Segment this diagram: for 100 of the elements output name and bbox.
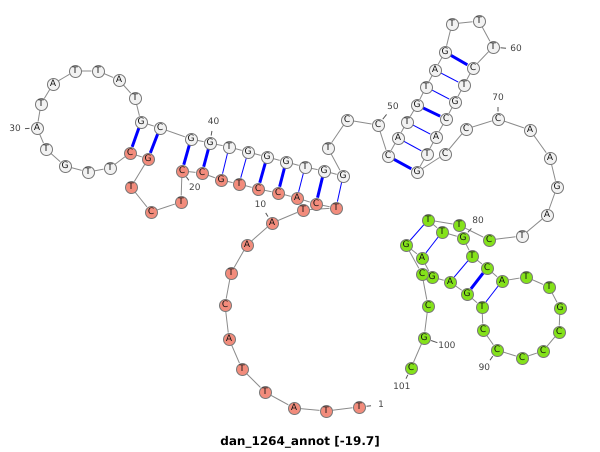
nucleotide-circle (144, 206, 158, 218)
base-letter: A (446, 278, 454, 286)
base-letter: T (423, 82, 429, 92)
base-pair-line (182, 144, 191, 166)
nucleotide-circle (436, 226, 448, 238)
position-number: 100 (438, 340, 456, 351)
nucleotide-circle (174, 196, 188, 208)
backbone-line (58, 74, 70, 82)
nucleotide-circle (456, 232, 470, 244)
base-letter: G (442, 48, 448, 56)
nucleotide-circle (422, 300, 434, 312)
backbone-line (122, 84, 132, 94)
base-pair-line (148, 134, 160, 154)
nucleotide-circle (310, 198, 322, 210)
nucleotide-circle (280, 156, 292, 168)
base-letter: G (402, 240, 410, 250)
nucleotide-circle (542, 280, 556, 294)
nucleotide-circle (446, 18, 458, 30)
base-letter: A (544, 210, 550, 220)
base-letter: T (72, 66, 78, 76)
position-number: 90 (478, 362, 490, 373)
base-pair-line (410, 224, 424, 241)
nucleotide-circle (400, 116, 414, 128)
nucleotide-circle (486, 40, 500, 54)
base-letter: G (556, 304, 564, 312)
base-letter: C (556, 328, 562, 336)
base-letter: T (228, 268, 234, 278)
backbone-line (494, 236, 516, 240)
backbone-line (166, 130, 186, 138)
nucleotide-circle (476, 300, 488, 314)
base-letter: C (274, 188, 282, 198)
position-number: 40 (208, 117, 220, 128)
nucleotide-circle (290, 192, 304, 204)
nucleotide-circle (428, 64, 442, 76)
base-letter: T (236, 180, 242, 188)
base-letter: G (464, 290, 470, 298)
backbone-line (508, 278, 520, 280)
backbone-line (180, 177, 182, 196)
base-letter: T (523, 272, 529, 282)
backbone-line (332, 407, 354, 411)
base-letter: G (420, 334, 428, 342)
base-pair-line (240, 158, 247, 178)
base-letter: C (518, 354, 526, 362)
backbone-line (458, 21, 474, 24)
backbone-line (533, 134, 547, 154)
nucleotide-circle (422, 214, 434, 226)
base-letter: T (43, 144, 49, 154)
base-letter: G (264, 152, 270, 162)
backbone-line (251, 226, 268, 242)
base-pair-line (298, 172, 304, 192)
base-letter: C (254, 184, 262, 194)
backbone-line (410, 110, 414, 117)
backbone-line (448, 133, 462, 150)
nucleotide-circle (520, 270, 532, 284)
nucleotide-circle (296, 204, 310, 216)
base-letter: T (333, 204, 339, 212)
backbone-line (502, 351, 516, 357)
nucleotide-circle (142, 152, 154, 166)
base-letter: T (490, 42, 496, 52)
nucleotide-circle (128, 92, 142, 104)
base-letter: A (50, 80, 56, 88)
nucleotide-circle (340, 114, 354, 126)
base-letter: A (294, 194, 300, 202)
base-letter: C (156, 124, 164, 132)
backbone-line (352, 120, 372, 124)
backbone-line (438, 57, 442, 65)
nucleotide-circle (222, 140, 236, 154)
base-pair-line (440, 72, 459, 83)
backbone-line (526, 218, 543, 232)
position-number: 20 (189, 182, 200, 193)
backbone-line (44, 89, 50, 99)
base-pair-line (130, 128, 140, 148)
nucleotide-circle (404, 362, 418, 374)
nucleotide-circle (58, 160, 72, 172)
nucleotide-circle (420, 80, 432, 94)
backbone-line (422, 157, 440, 169)
backbone-line (246, 373, 261, 388)
base-pair-line (222, 152, 228, 174)
base-letter: C (384, 152, 392, 160)
base-pair-line (450, 54, 468, 66)
backbone-line (226, 278, 230, 300)
backbone-line (464, 227, 484, 238)
base-letter: C (424, 302, 432, 310)
nucleotide-circle (330, 202, 342, 214)
base-letter: A (432, 66, 438, 74)
base-letter: T (425, 216, 431, 224)
nucleotide-circle (40, 142, 52, 156)
nucleotide-circle (420, 148, 434, 160)
nucleotide-circle (288, 402, 300, 414)
base-letter: C (198, 168, 206, 178)
position-number: 30 (9, 124, 21, 134)
nucleotide-circle (544, 152, 556, 164)
base-letter: C (494, 114, 502, 124)
nucleotide-circle (416, 268, 428, 280)
nucleotide-circle (266, 216, 278, 230)
backbone-line (424, 312, 428, 332)
nucleotide-circle (318, 164, 330, 178)
nucleotide-circle (392, 132, 404, 144)
base-letter: T (424, 150, 430, 158)
nucleotide-circle (416, 252, 428, 264)
